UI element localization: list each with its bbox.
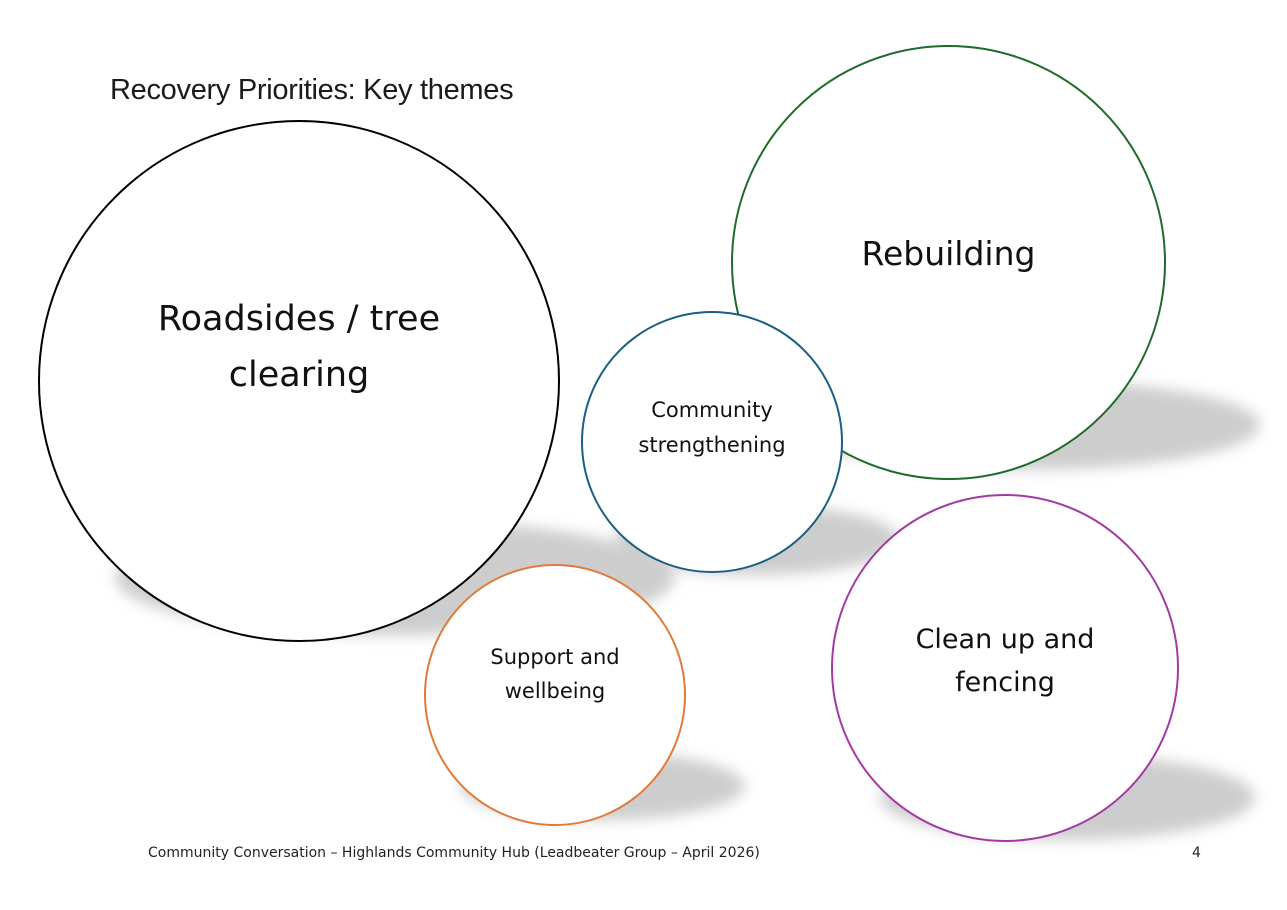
theme-community-label: Community strengthening xyxy=(638,398,786,457)
theme-cleanup-label: Clean up and fencing xyxy=(915,623,1095,698)
slide-title: Recovery Priorities: Key themes xyxy=(110,74,514,106)
theme-support-wellbeing: Support and wellbeing xyxy=(424,564,686,826)
theme-support-label: Support and wellbeing xyxy=(490,645,620,703)
theme-community-strengthening: Community strengthening xyxy=(581,311,843,573)
theme-roadsides-label: Roadsides / tree clearing xyxy=(157,299,441,395)
theme-rebuilding-label: Rebuilding xyxy=(861,234,1036,273)
page-number: 4 xyxy=(1192,845,1201,861)
theme-roadsides: Roadsides / tree clearing xyxy=(38,120,560,642)
theme-cleanup-fencing: Clean up and fencing xyxy=(831,494,1179,842)
footer-text: Community Conversation – Highlands Commu… xyxy=(148,845,760,861)
